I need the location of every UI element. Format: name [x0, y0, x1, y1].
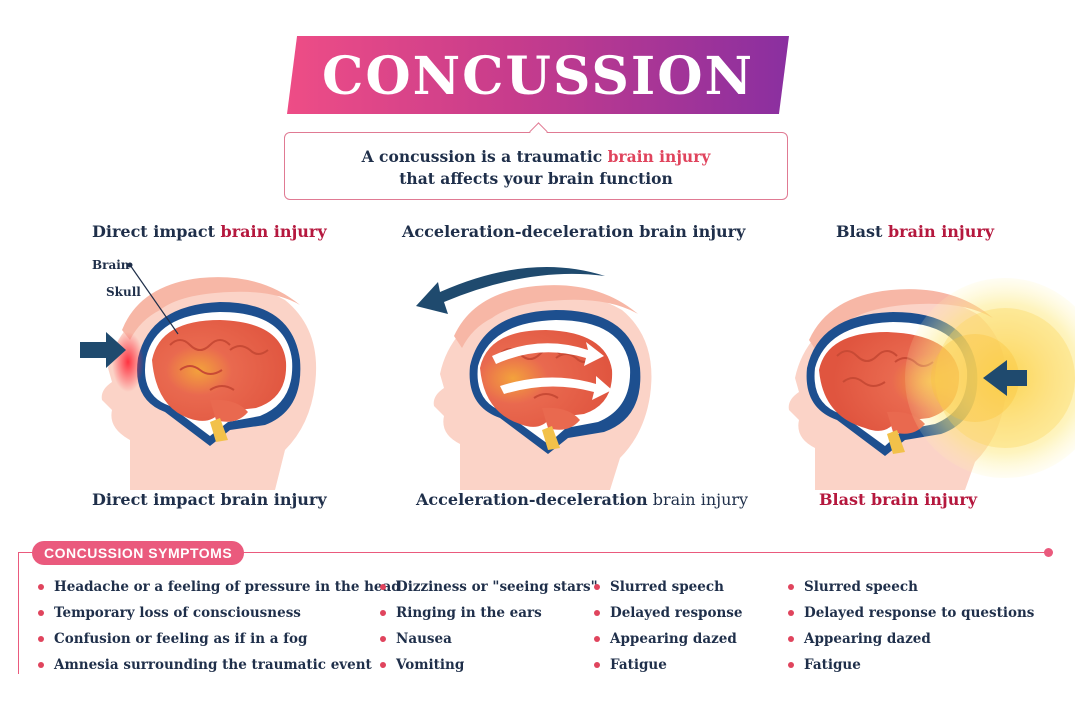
heading-blast-highlight: brain injury	[887, 222, 995, 241]
impact-arrow-icon	[80, 332, 126, 368]
caption-blast: Blast brain injury	[819, 490, 977, 509]
caption-accel-prefix: Acceleration-deceleration	[416, 490, 648, 509]
symptom-item: Vomiting	[380, 654, 598, 680]
heading-blast-prefix: Blast	[836, 222, 888, 241]
heading-accel-prefix: Acceleration-deceleration brain injury	[402, 222, 746, 241]
symptom-item: Confusion or feeling as if in a fog	[38, 628, 401, 654]
symptom-item: Headache or a feeling of pressure in the…	[38, 576, 401, 602]
page-title: CONCUSSION	[321, 45, 755, 107]
symptom-item: Temporary loss of consciousness	[38, 602, 401, 628]
direct-impact-illustration: Brain Skull	[80, 258, 317, 490]
title-banner	[287, 36, 789, 114]
heading-direct-prefix: Direct impact	[92, 222, 221, 241]
symptom-item: Slurred speech	[788, 576, 1034, 602]
symptoms-column-1: Headache or a feeling of pressure in the…	[38, 576, 401, 680]
symptom-item: Appearing dazed	[594, 628, 743, 654]
symptom-item: Fatigue	[594, 654, 743, 680]
acceleration-illustration	[416, 267, 652, 490]
blast-arrow-icon	[983, 360, 1027, 396]
label-brain: Brain	[92, 258, 130, 272]
rotation-arrow-icon	[500, 376, 612, 400]
symptom-item: Delayed response to questions	[788, 602, 1034, 628]
caption-blast-highlight: Blast brain injury	[819, 490, 978, 509]
rotation-arrow-icon	[492, 342, 604, 366]
symptoms-column-2: Dizziness or "seeing stars" Ringing in t…	[380, 576, 598, 680]
blast-illustration	[788, 278, 1075, 490]
symptom-item: Dizziness or "seeing stars"	[380, 576, 598, 602]
label-skull: Skull	[106, 285, 141, 299]
heading-direct-highlight: brain injury	[220, 222, 327, 241]
symptom-item: Amnesia surrounding the traumatic event	[38, 654, 401, 680]
symptom-item: Slurred speech	[594, 576, 743, 602]
symptoms-column-3: Slurred speech Delayed response Appearin…	[594, 576, 743, 680]
symptom-item: Delayed response	[594, 602, 743, 628]
symptoms-divider-dot	[1044, 548, 1053, 557]
definition-box	[284, 132, 788, 200]
symptoms-column-4: Slurred speech Delayed response to quest…	[788, 576, 1034, 680]
impact-glow	[112, 332, 144, 392]
symptoms-label: CONCUSSION SYMPTOMS	[32, 541, 245, 565]
caption-acceleration: Acceleration-deceleration brain injury	[416, 490, 748, 509]
caption-direct-prefix: Direct impact brain injury	[92, 490, 327, 509]
definition-line1-prefix: A concussion is a traumatic	[361, 147, 608, 166]
caption-accel-highlight: brain injury	[647, 490, 749, 509]
symptom-item: Appearing dazed	[788, 628, 1034, 654]
brain	[152, 320, 287, 421]
motion-arrow-icon	[416, 267, 605, 314]
definition-text: A concussion is a traumatic brain injury…	[284, 146, 788, 190]
caption-direct-impact: Direct impact brain injury	[92, 490, 327, 509]
symptom-item: Nausea	[380, 628, 598, 654]
heading-direct-impact: Direct impact brain injury	[92, 222, 327, 241]
definition-line1-highlight: brain injury	[607, 147, 711, 166]
definition-line2: that affects your brain function	[399, 169, 673, 188]
symptoms-divider-left	[18, 552, 19, 674]
heading-acceleration: Acceleration-deceleration brain injury	[402, 222, 745, 241]
heading-blast: Blast brain injury	[836, 222, 994, 241]
hair	[122, 277, 300, 340]
symptom-item: Ringing in the ears	[380, 602, 598, 628]
symptom-item: Fatigue	[788, 654, 1034, 680]
symptoms-divider	[18, 552, 1048, 553]
